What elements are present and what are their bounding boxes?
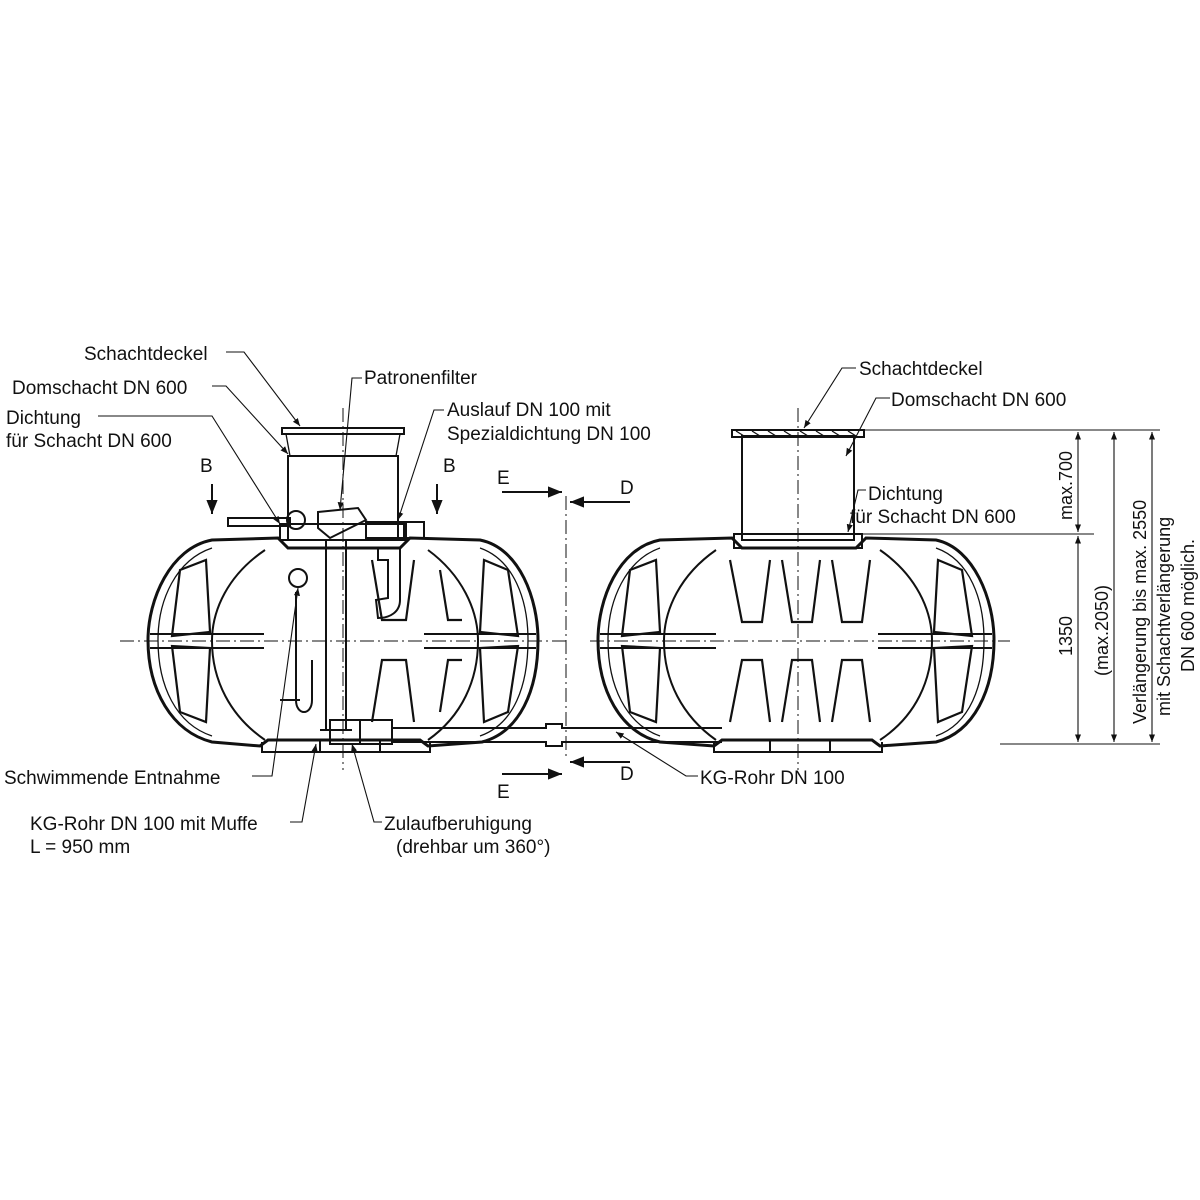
left-shaft-collar xyxy=(279,523,407,541)
right-tank-waist-band xyxy=(600,633,992,649)
label-left-dichtung-2: für Schacht DN 600 xyxy=(6,431,172,452)
left-cartridge-filter xyxy=(317,506,368,540)
dimension-extension-lines xyxy=(862,429,1160,745)
label-right-schachtdeckel: Schachtdeckel xyxy=(859,359,983,380)
left-shaft-cover-edge xyxy=(285,433,401,457)
label-schwimmende-entnahme: Schwimmende Entnahme xyxy=(4,768,221,789)
right-tank-ribs xyxy=(728,559,872,723)
section-marks: B B E D E D xyxy=(200,456,634,803)
right-tank-lobe-left xyxy=(607,547,661,737)
dimension-extension-line1: Verlängerung bis max. 2550 xyxy=(1130,500,1150,724)
label-right-domschacht: Domschacht DN 600 xyxy=(891,390,1066,411)
dimensions: max.700 1350 (max.2050) Verlängerung bis… xyxy=(862,429,1198,745)
leader-right-domschacht xyxy=(845,397,890,457)
leader-kg-rohr xyxy=(615,731,698,777)
left-inlet-fitting xyxy=(286,510,306,530)
center-lines xyxy=(120,408,1010,770)
right-shaft-cover-hatch xyxy=(735,430,857,437)
section-d-top-label: D xyxy=(620,478,634,499)
section-e-top-label: E xyxy=(497,468,510,489)
label-patronenfilter: Patronenfilter xyxy=(364,368,478,389)
dimension-extension-line2: mit Schachtverlängerung xyxy=(1154,517,1174,716)
left-tank-lobe-left xyxy=(157,547,213,737)
leader-left-schachtdeckel xyxy=(226,351,301,427)
left-labels: Schachtdeckel Domschacht DN 600 Dichtung… xyxy=(4,344,651,858)
label-auslauf-1: Auslauf DN 100 mit xyxy=(447,400,611,421)
left-overflow-siphon xyxy=(374,547,401,620)
leader-right-dichtung xyxy=(846,489,866,533)
left-tank-waist-band xyxy=(150,633,536,649)
left-float-ball xyxy=(288,568,308,588)
label-left-dichtung-1: Dichtung xyxy=(6,408,81,429)
kg-pipe xyxy=(392,723,722,747)
left-tank-ribs xyxy=(370,559,462,723)
leader-left-dichtung xyxy=(98,415,281,525)
leader-patronenfilter xyxy=(337,377,362,511)
label-zulaufberuhigung-1: Zulaufberuhigung xyxy=(384,814,532,835)
label-auslauf-2: Spezialdichtung DN 100 xyxy=(447,424,651,445)
leader-kg-muffe xyxy=(290,743,318,823)
left-calm-inlet xyxy=(329,719,393,745)
right-leader-lines xyxy=(615,367,890,777)
label-kg-rohr: KG-Rohr DN 100 xyxy=(700,768,845,789)
dimension-max2050: (max.2050) xyxy=(1092,585,1112,676)
connecting-pipe xyxy=(392,723,722,747)
section-e-bottom-label: E xyxy=(497,782,510,803)
section-b-right-label: B xyxy=(443,456,456,477)
section-b-left-label: B xyxy=(200,456,213,477)
left-filter-tube xyxy=(320,540,352,731)
left-tank-lobe-right xyxy=(479,547,529,737)
dimension-1350: 1350 xyxy=(1056,616,1076,656)
leader-schwimmende-entnahme xyxy=(252,587,300,777)
right-shaft-collar xyxy=(733,533,863,549)
left-outlet-pipe xyxy=(365,521,425,539)
right-tank-body xyxy=(596,536,996,748)
leader-zulaufberuhigung xyxy=(351,743,382,823)
label-kg-muffe-2: L = 950 mm xyxy=(30,837,130,858)
right-labels: Schachtdeckel Domschacht DN 600 Dichtung… xyxy=(700,359,1066,789)
dimension-extension-line3: DN 600 möglich. xyxy=(1178,539,1198,672)
leader-right-schachtdeckel xyxy=(803,367,856,429)
leader-auslauf xyxy=(397,409,444,521)
label-right-dichtung-1: Dichtung xyxy=(868,484,943,505)
right-tank xyxy=(596,429,996,753)
label-right-dichtung-2: für Schacht DN 600 xyxy=(850,507,1016,528)
right-tank-lobe-right xyxy=(935,547,985,737)
section-d-bottom-label: D xyxy=(620,764,634,785)
left-tank-inner-shell xyxy=(210,549,480,741)
dimension-max700: max.700 xyxy=(1056,451,1076,520)
left-tank-base xyxy=(261,740,431,753)
label-kg-muffe-1: KG-Rohr DN 100 mit Muffe xyxy=(30,814,258,835)
label-zulaufberuhigung-2: (drehbar um 360°) xyxy=(396,837,550,858)
label-left-schachtdeckel: Schachtdeckel xyxy=(84,344,208,365)
left-leader-lines xyxy=(98,351,444,823)
left-tank xyxy=(146,427,540,753)
label-left-domschacht: Domschacht DN 600 xyxy=(12,378,187,399)
leader-left-domschacht xyxy=(212,385,289,455)
left-floating-hose xyxy=(295,592,313,713)
